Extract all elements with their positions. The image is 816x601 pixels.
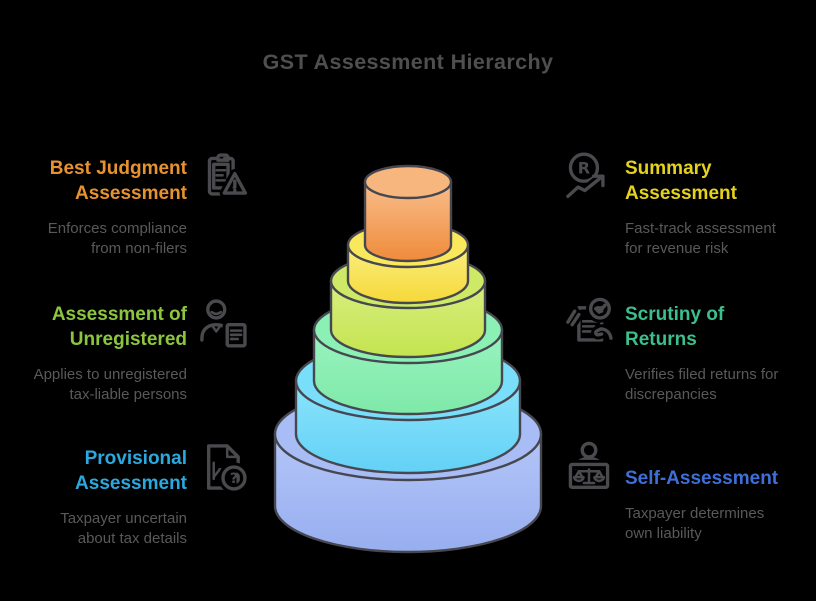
- heading-line: Assessment of: [51, 304, 187, 325]
- callout-summary: R Summary Assessment Fast-track assessme…: [562, 150, 816, 259]
- heading-line: Unregistered: [69, 329, 187, 350]
- page-title: GST Assessment Hierarchy: [262, 50, 554, 74]
- pyramid-layer-top-1: [363, 164, 453, 200]
- heading-line: Self-Assessment: [625, 468, 779, 489]
- chart-question-icon: ?: [196, 440, 250, 494]
- callout-heading: Provisional Assessment: [11, 446, 187, 496]
- heading-line: Best Judgment: [49, 158, 187, 179]
- callout-heading: Best Judgment Assessment: [11, 156, 187, 206]
- callout-heading: Assessment of Unregistered: [11, 302, 187, 352]
- callout-heading: Self-Assessment: [625, 466, 816, 491]
- heading-line: Assessment: [75, 183, 187, 204]
- assessment-pyramid: [273, 164, 543, 554]
- callout-unregistered: Assessment of Unregistered Applies to un…: [11, 296, 250, 405]
- pyramid-layer-body-1: [363, 180, 453, 263]
- callout-description: Taxpayer uncertain about tax details: [60, 510, 187, 547]
- question-glyph: ?: [230, 471, 238, 487]
- callout-heading: Summary Assessment: [625, 156, 816, 206]
- heading-line: Provisional: [84, 448, 187, 469]
- callout-description: Enforces compliance from non-filers: [47, 220, 187, 257]
- heading-line: Returns: [625, 329, 697, 350]
- callout-description: Verifies filed returns for discrepancies: [625, 366, 779, 403]
- callout-description: Fast-track assessment for revenue risk: [625, 220, 776, 257]
- heading-line: Scrutiny of: [625, 304, 725, 325]
- callout-heading: Scrutiny of Returns: [625, 302, 816, 352]
- document-check-icon: [562, 296, 616, 350]
- heading-line: Assessment: [75, 473, 187, 494]
- callout-description: Taxpayer determines own liability: [625, 505, 765, 542]
- clipboard-warning-icon: [196, 150, 250, 204]
- heading-line: Summary: [625, 158, 712, 179]
- rupee-growth-icon: R: [562, 150, 616, 204]
- person-scale-icon: [562, 440, 616, 494]
- heading-line: Assessment: [625, 183, 737, 204]
- rupee-glyph: R: [578, 159, 591, 178]
- callout-description: Applies to unregistered tax-liable perso…: [33, 366, 187, 403]
- callout-scrutiny: Scrutiny of Returns Verifies filed retur…: [562, 296, 816, 405]
- callout-provisional: Provisional Assessment Taxpayer uncertai…: [11, 440, 250, 549]
- person-document-icon: [196, 296, 250, 350]
- callout-best-judgment: Best Judgment Assessment Enforces compli…: [11, 150, 250, 259]
- callout-self-assessment: Self-Assessment Taxpayer determines own …: [562, 440, 816, 544]
